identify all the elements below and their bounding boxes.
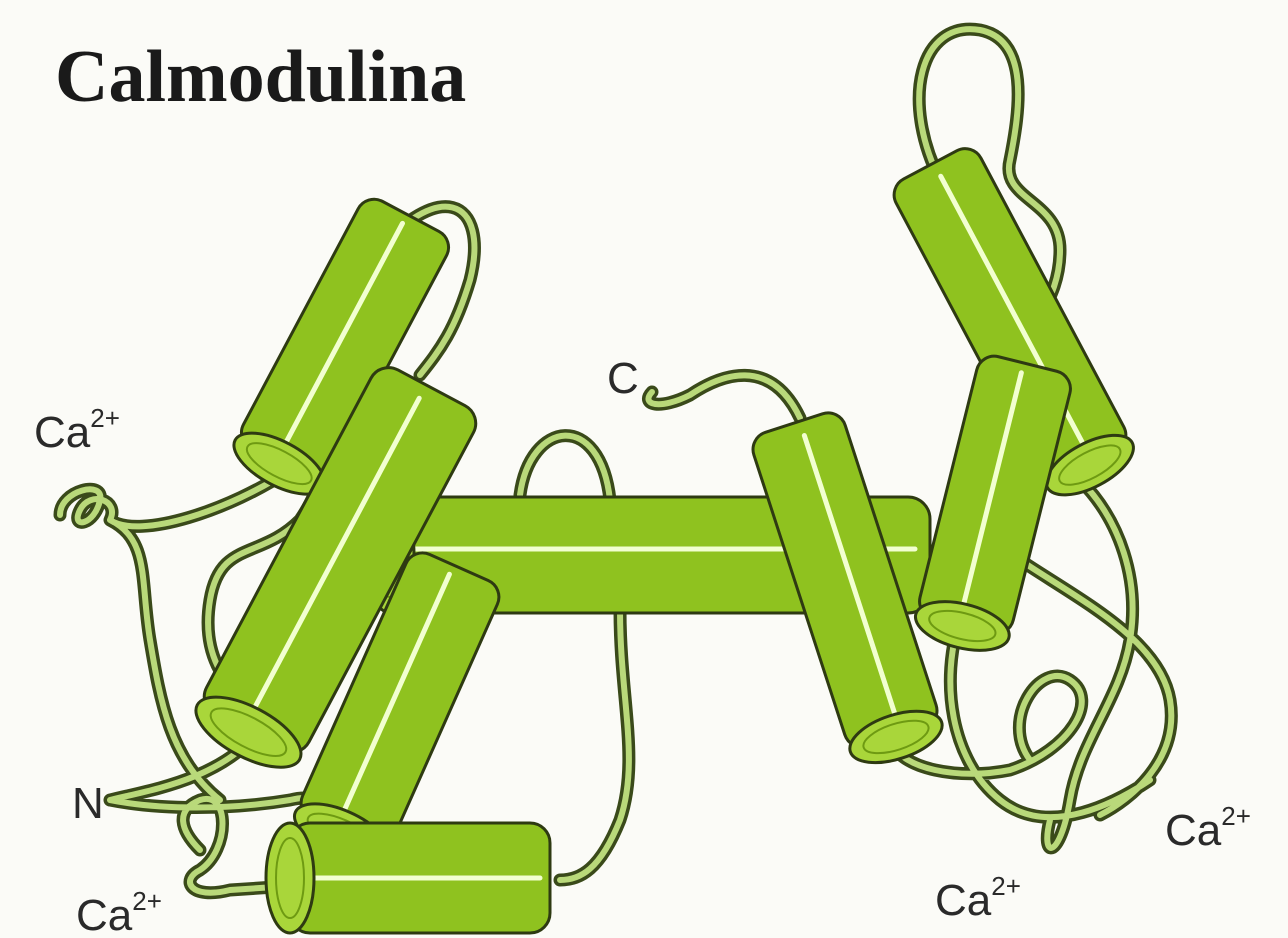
helix-c-lobe-right (910, 352, 1074, 659)
c-terminus-label: C (607, 354, 639, 403)
calcium-label-top-left: Ca2+ (34, 403, 120, 457)
helix-n-lobe-bottom (266, 823, 550, 933)
calcium-label-bottom-center: Ca2+ (935, 871, 1021, 925)
calcium-label-bottom-right: Ca2+ (1165, 801, 1251, 855)
n-terminus-label: N (72, 779, 104, 828)
diagram-title: Calmodulina (55, 36, 466, 118)
calcium-label-bottom-left: Ca2+ (76, 886, 162, 938)
